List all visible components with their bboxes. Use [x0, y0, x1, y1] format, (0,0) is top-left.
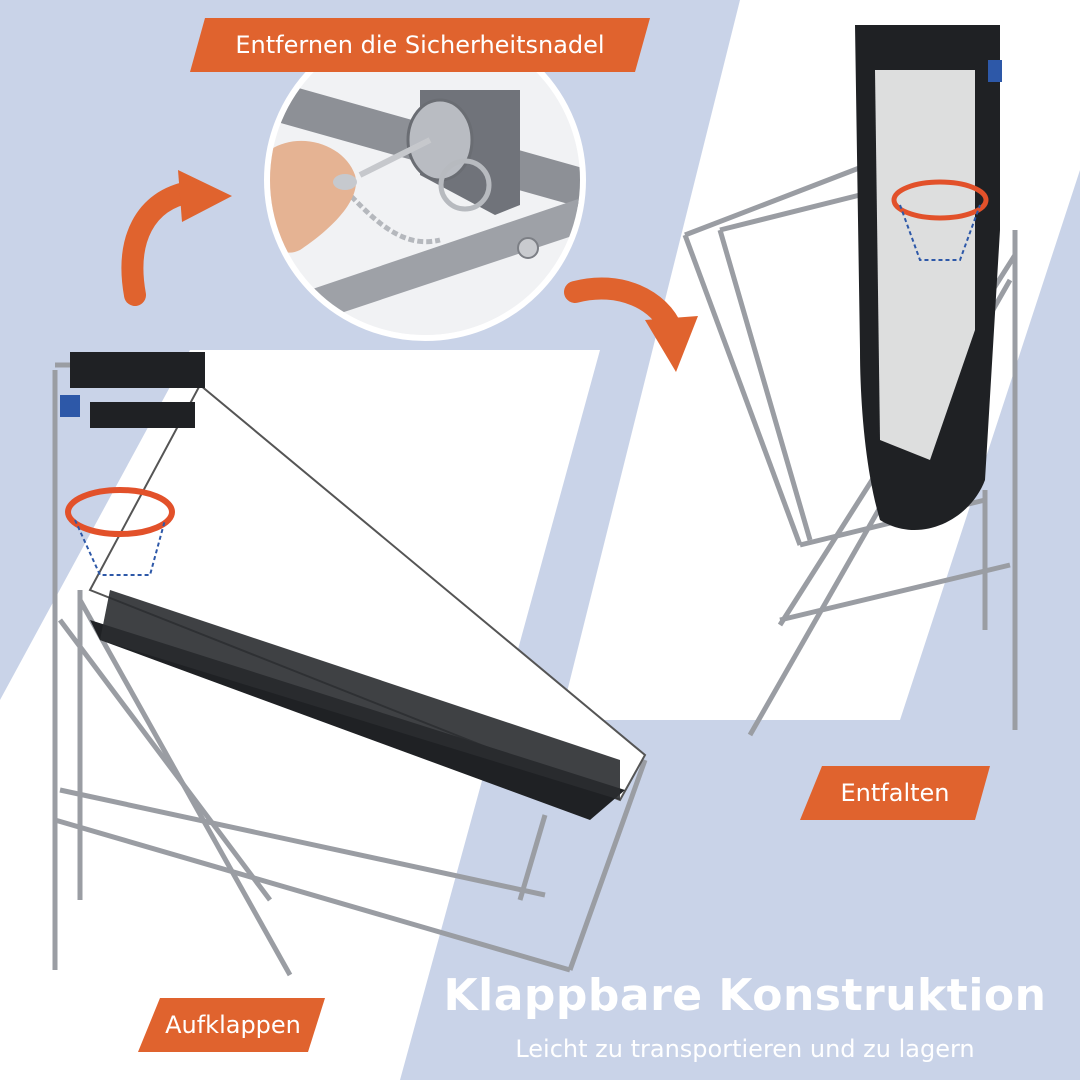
- hoop-net-folded: [855, 25, 1002, 531]
- curved-arrow-icon: [564, 277, 698, 372]
- headline: Klappbare Konstruktion: [443, 970, 1047, 1021]
- label-background: [190, 18, 650, 72]
- hoop-net-unfolded: [60, 352, 647, 820]
- step-text: Entfalten: [840, 779, 950, 807]
- step-label-unfold: Entfalten: [800, 766, 990, 820]
- step-text: Entfernen die Sicherheitsnadel: [235, 31, 605, 59]
- basketball-hoop-unfolded: [52, 362, 648, 977]
- curved-arrow-icon: [121, 170, 232, 306]
- label-background: [800, 766, 990, 820]
- label-background: [138, 998, 325, 1052]
- step-label-remove-pin: Entfernen die Sicherheitsnadel: [190, 18, 650, 72]
- safety-pin-closeup: [264, 19, 586, 341]
- subline: Leicht zu transportieren und zu lagern: [515, 1035, 975, 1063]
- step-label-fold-open: Aufklappen: [138, 998, 328, 1052]
- step-text: Aufklappen: [165, 1011, 301, 1039]
